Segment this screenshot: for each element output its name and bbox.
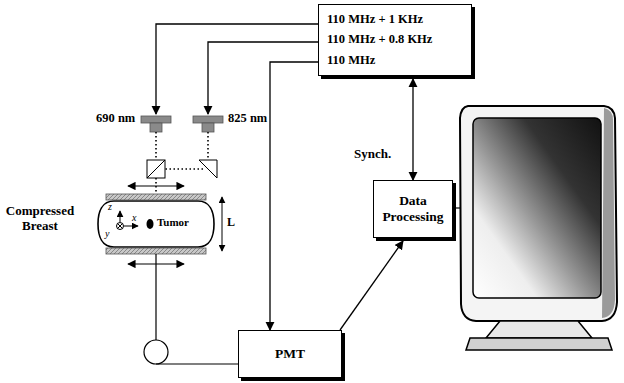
- wavelength-label: 825 nm: [228, 111, 267, 125]
- drawing-part: [147, 160, 165, 178]
- monitor-screen: [473, 118, 601, 298]
- drawing-part: [202, 123, 214, 132]
- edge-label: Synch.: [352, 146, 393, 162]
- drawing-part: [124, 226, 138, 227]
- drawing-part: [150, 123, 162, 132]
- thickness-dimension: [222, 197, 223, 251]
- connector-arrow: [340, 241, 403, 330]
- box-text: PMT: [275, 346, 305, 362]
- drawing-part: [118, 224, 123, 229]
- drawing-part: [117, 223, 124, 230]
- fiber-loop: [144, 340, 168, 364]
- box-text: Data Processing: [379, 193, 447, 225]
- optical-fiber: [155, 254, 156, 340]
- axes: [117, 211, 139, 230]
- drawing-part: [141, 116, 171, 123]
- axis-label: z: [108, 201, 112, 213]
- dimension-label: L: [227, 216, 235, 230]
- monitor-base: [466, 338, 612, 350]
- compression-plate: [106, 248, 206, 254]
- connector-arrow: [270, 62, 318, 330]
- beam-combiner: [147, 160, 217, 178]
- drawing-part: [199, 160, 217, 178]
- process-box: Data Processing: [373, 180, 453, 238]
- monitor-stand: [486, 321, 592, 338]
- laser-symbol: [141, 116, 171, 132]
- modulation-wire: [208, 42, 318, 114]
- detector-box: PMT: [238, 330, 342, 378]
- drawing-part: [120, 211, 121, 222]
- drawing-part: [165, 168, 203, 170]
- compression-plate: [106, 194, 206, 200]
- scan-arrow: [128, 185, 184, 186]
- box-text: 110 MHz: [327, 52, 375, 69]
- modulation-wire: [156, 24, 318, 114]
- axis-label: y: [105, 228, 109, 240]
- drawing-part: [147, 160, 165, 178]
- wavelength-label: 690 nm: [96, 111, 135, 125]
- monitor-bezel: [460, 106, 617, 321]
- monitor-shade: [602, 108, 615, 318]
- box-text: 110 MHz + 0.8 KHz: [327, 31, 432, 48]
- drawing-part: [155, 132, 157, 160]
- frequency-source-box: 110 MHz + 1 KHz 110 MHz + 0.8 KHz 110 MHz: [318, 4, 472, 76]
- tumor-dot: [147, 219, 154, 229]
- part-label: Tumor: [157, 216, 189, 229]
- laser-symbol: [193, 116, 223, 132]
- breast-outline: [98, 201, 214, 247]
- part-label: Compressed Breast: [2, 204, 78, 234]
- box-text: 110 MHz + 1 KHz: [327, 11, 423, 28]
- connector-arrow: [412, 79, 413, 180]
- axis-label: x: [132, 212, 136, 224]
- drawing-part: [193, 116, 223, 123]
- optical-fiber: [156, 363, 238, 364]
